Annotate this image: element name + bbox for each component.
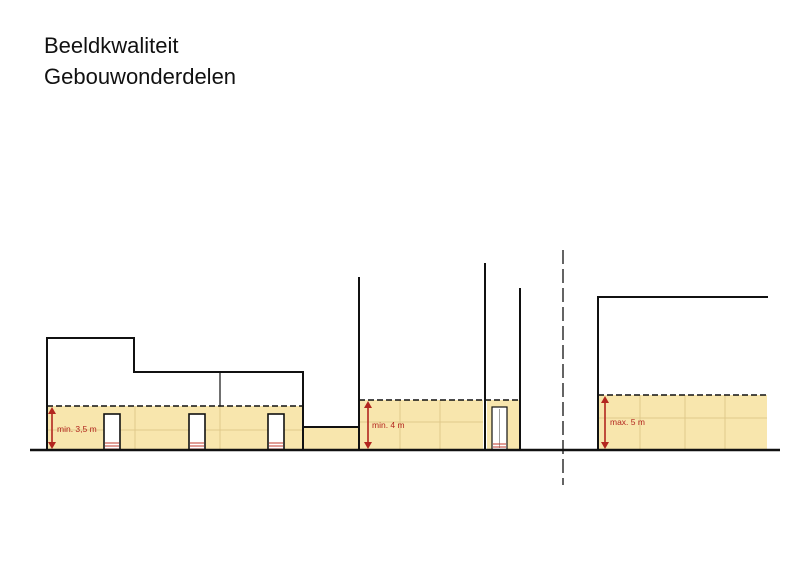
door-3: [267, 413, 285, 451]
plinth-zone-left: [47, 406, 303, 450]
page-title: Beeldkwaliteit: [44, 33, 179, 58]
building-2-outline: [133, 371, 304, 451]
plinth-height-lines: [47, 394, 767, 407]
dimension-arrow-1: [48, 407, 56, 449]
dimension-label-3: max. 5 m: [610, 417, 645, 427]
title-block: Beeldkwaliteit Gebouwonderdelen: [44, 30, 236, 92]
facade-grid: [47, 395, 767, 450]
dimension-arrow-3: [601, 396, 609, 449]
plinth-zone-middle: [359, 400, 483, 450]
door-2: [188, 413, 206, 451]
plinth-zone-low-block: [303, 427, 359, 450]
building-outlines: [46, 263, 768, 451]
dimension-arrow-2: [364, 401, 372, 449]
page-subtitle: Gebouwonderdelen: [44, 64, 237, 89]
plinth-zone-right: [597, 395, 767, 450]
dimension-arrows: [48, 396, 609, 449]
building-5-outline: [597, 296, 768, 451]
dimension-label-2: min. 4 m: [372, 420, 405, 430]
dimension-label-1: min. 3,5 m: [57, 424, 97, 434]
building-1-outline: [46, 337, 135, 451]
door-1: [103, 413, 121, 451]
